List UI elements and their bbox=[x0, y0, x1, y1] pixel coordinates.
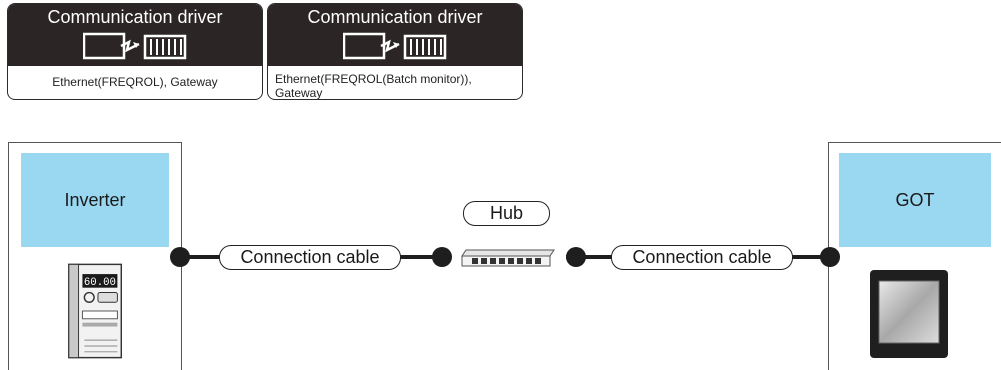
driver-description-line: Gateway bbox=[275, 86, 323, 100]
driver-title: Communication driver bbox=[47, 7, 223, 27]
hub-right-connector-dot bbox=[566, 247, 586, 267]
hub-left-connector-dot bbox=[432, 247, 452, 267]
inverter-icon: 60.00 bbox=[68, 263, 123, 359]
svg-text:60.00: 60.00 bbox=[84, 277, 116, 289]
driver-badge-header: Communication driver bbox=[268, 4, 522, 66]
driver-description: Ethernet(FREQROL), Gateway bbox=[52, 75, 218, 89]
driver-title: Communication driver bbox=[307, 7, 483, 27]
inverter-label: Inverter bbox=[21, 153, 169, 247]
hub-label: Hub bbox=[463, 201, 550, 226]
driver-badge-2: Communication driver Ethernet(FREQROL(Ba… bbox=[267, 3, 523, 100]
right-cable-label: Connection cable bbox=[611, 245, 793, 270]
inverter-connector-dot bbox=[170, 247, 190, 267]
inverter-box: Inverter 60.00 bbox=[8, 142, 182, 370]
got-icon bbox=[870, 270, 948, 358]
driver-badge-1: Communication driver Ethernet(FREQROL), … bbox=[7, 3, 263, 100]
driver-description-line: Ethernet(FREQROL(Batch monitor)), bbox=[275, 72, 472, 86]
communication-driver-icon bbox=[83, 32, 187, 60]
hub-icon bbox=[461, 249, 555, 267]
got-connector-dot bbox=[820, 247, 840, 267]
driver-description: Ethernet(FREQROL(Batch monitor)), Gatewa… bbox=[268, 66, 522, 99]
got-label: GOT bbox=[839, 153, 991, 247]
communication-driver-icon bbox=[343, 32, 447, 60]
left-cable-label: Connection cable bbox=[219, 245, 401, 270]
got-box: GOT bbox=[828, 142, 1001, 370]
driver-badge-header: Communication driver bbox=[8, 4, 262, 66]
